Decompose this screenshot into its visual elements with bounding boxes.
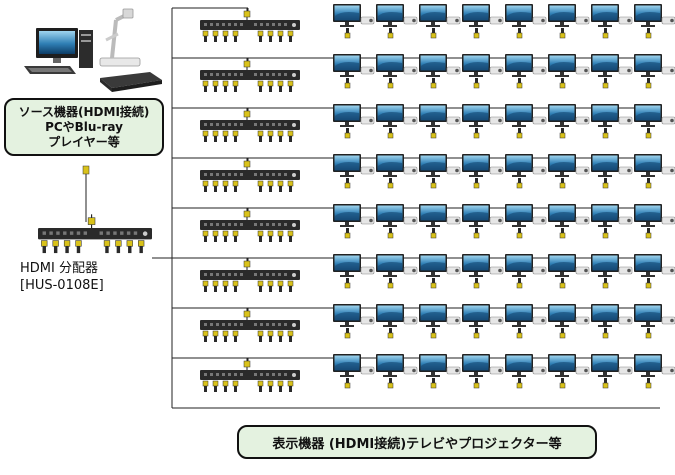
hdmi-splitter-icon <box>199 357 301 393</box>
display-unit-icon <box>375 153 418 189</box>
display-unit-icon <box>633 153 675 189</box>
display-unit-icon <box>461 3 504 39</box>
display-unit-icon <box>590 53 633 89</box>
splitter-label-line1: HDMI 分配器 <box>20 261 98 276</box>
source-label-line3: プレイヤー等 <box>48 134 120 149</box>
display-unit-icon <box>461 53 504 89</box>
display-unit-icon <box>504 303 547 339</box>
display-unit-icon <box>633 203 675 239</box>
desktop-pc-icon <box>24 28 93 74</box>
display-unit-icon <box>633 3 675 39</box>
display-unit-icon <box>547 153 590 189</box>
document-camera-icon <box>99 8 141 67</box>
display-unit-icon <box>504 353 547 389</box>
display-unit-icon <box>461 103 504 139</box>
display-unit-icon <box>418 253 461 289</box>
display-unit-icon <box>547 253 590 289</box>
hdmi-splitter-icon <box>199 257 301 293</box>
display-unit-icon <box>633 303 675 339</box>
display-unit-icon <box>633 103 675 139</box>
display-unit-icon <box>418 353 461 389</box>
source-cable-icon <box>82 165 90 175</box>
display-grid <box>332 3 675 389</box>
display-unit-icon <box>590 103 633 139</box>
splitter-model-label: HDMI 分配器 [HUS-0108E] <box>20 260 104 294</box>
display-unit-icon <box>375 103 418 139</box>
display-unit-icon <box>504 3 547 39</box>
display-unit-icon <box>504 203 547 239</box>
hdmi-splitter-icon <box>199 157 301 193</box>
display-unit-icon <box>547 203 590 239</box>
hdmi-splitter-icon <box>199 307 301 343</box>
display-unit-icon <box>547 3 590 39</box>
display-unit-icon <box>375 3 418 39</box>
display-unit-icon <box>375 303 418 339</box>
hdmi-splitter-icon <box>199 207 301 243</box>
display-unit-icon <box>547 103 590 139</box>
display-unit-icon <box>461 203 504 239</box>
display-unit-icon <box>504 253 547 289</box>
source-label-line1: ソース機器(HDMI接続) <box>18 104 150 119</box>
hdmi-splitter-icon <box>199 7 301 43</box>
display-unit-icon <box>504 103 547 139</box>
display-unit-icon <box>375 253 418 289</box>
display-unit-icon <box>590 153 633 189</box>
source-device-label: ソース機器(HDMI接続) PCやBlu-ray プレイヤー等 <box>4 98 164 156</box>
second-level-splitters <box>199 7 301 393</box>
display-unit-icon <box>332 353 375 389</box>
display-unit-icon <box>375 353 418 389</box>
display-unit-icon <box>461 303 504 339</box>
display-unit-icon <box>633 53 675 89</box>
blu-ray-player-icon <box>100 72 162 92</box>
display-unit-icon <box>375 53 418 89</box>
display-unit-icon <box>332 203 375 239</box>
display-unit-icon <box>418 103 461 139</box>
display-unit-icon <box>418 303 461 339</box>
display-unit-icon <box>547 303 590 339</box>
display-unit-icon <box>547 53 590 89</box>
display-unit-icon <box>418 3 461 39</box>
display-unit-icon <box>418 203 461 239</box>
display-unit-icon <box>418 53 461 89</box>
display-unit-icon <box>461 153 504 189</box>
display-unit-icon <box>461 353 504 389</box>
display-device-label: 表示機器 (HDMI接続)テレビやプロジェクター等 <box>237 425 597 459</box>
display-unit-icon <box>633 353 675 389</box>
source-label-line2: PCやBlu-ray <box>45 119 123 134</box>
display-unit-icon <box>332 303 375 339</box>
display-unit-icon <box>375 203 418 239</box>
display-unit-icon <box>461 253 504 289</box>
splitter-label-line2: [HUS-0108E] <box>20 278 104 293</box>
display-unit-icon <box>418 153 461 189</box>
display-unit-icon <box>504 153 547 189</box>
display-unit-icon <box>547 353 590 389</box>
display-unit-icon <box>332 153 375 189</box>
display-unit-icon <box>504 53 547 89</box>
display-unit-icon <box>590 203 633 239</box>
display-unit-icon <box>332 103 375 139</box>
display-unit-icon <box>590 303 633 339</box>
display-unit-icon <box>332 53 375 89</box>
hdmi-splitter-icon <box>199 57 301 93</box>
display-unit-icon <box>332 253 375 289</box>
hdmi-splitter-icon <box>199 107 301 143</box>
display-unit-icon <box>633 253 675 289</box>
display-unit-icon <box>590 3 633 39</box>
display-unit-icon <box>332 3 375 39</box>
display-label-text: 表示機器 (HDMI接続)テレビやプロジェクター等 <box>272 436 562 452</box>
hdmi-splitter-main-icon <box>37 213 153 254</box>
display-unit-icon <box>590 253 633 289</box>
display-unit-icon <box>590 353 633 389</box>
